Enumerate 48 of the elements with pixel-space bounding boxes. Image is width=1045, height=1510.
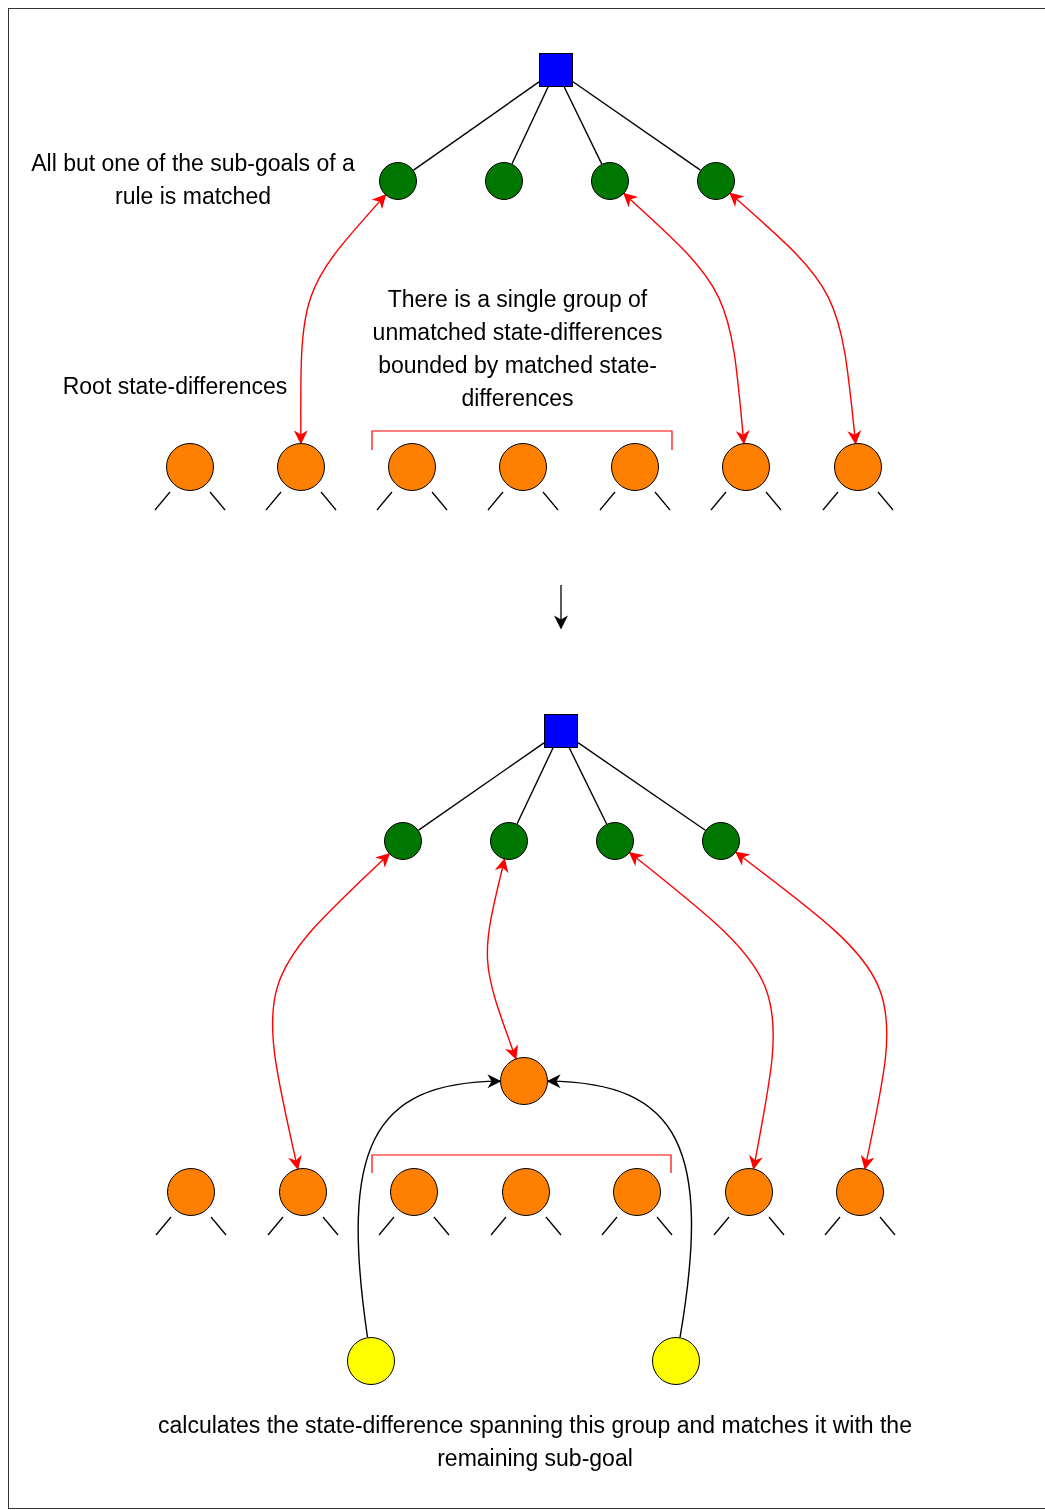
state-difference-circle [500,1057,548,1105]
label: All but one of the sub-goals of a rule is matched [30,149,356,211]
state-difference-circle [390,1168,438,1216]
connector-line [511,86,549,165]
connector-line [417,742,545,831]
sub-goal-circle [697,162,735,200]
sub-goal-circle [379,162,417,200]
connector-line [572,81,702,171]
arrow [735,851,888,1170]
connector-line [577,742,707,831]
state-difference-circle [725,1168,773,1216]
state-difference-circle [834,443,882,491]
connector-line [563,86,603,165]
sub-goal-circle [384,822,422,860]
arrow [546,1074,693,1339]
state-difference-circle [722,443,770,491]
arrow [293,194,387,445]
arrow [628,851,774,1170]
label: There is a single group of unmatched state-differences bounded by matched state-differences [371,285,664,413]
arrow [623,192,750,445]
connector-line [568,747,608,825]
state-difference-circle [611,443,659,491]
sub-goal-circle [591,162,629,200]
state-circle [347,1337,395,1385]
rule-square [544,714,578,748]
sub-goal-circle [702,822,740,860]
state-circle [652,1337,700,1385]
arrow [271,853,391,1170]
state-difference-circle [499,443,547,491]
sub-goal-circle [485,162,523,200]
state-difference-circle [388,443,436,491]
state-difference-circle [279,1168,327,1216]
caption-text: calculates the state-difference spanning this group and matches it with the remaining sub-goal [157,1411,913,1473]
connector-line [412,81,540,171]
sub-goal-circle [490,822,528,860]
state-difference-circle [166,443,214,491]
state-difference-circle [167,1168,215,1216]
rule-square [539,53,573,87]
arrow [486,858,519,1060]
connector-line [516,747,554,825]
sub-goal-circle [596,822,634,860]
state-difference-circle [502,1168,550,1216]
state-difference-circle [277,443,325,491]
arrow [729,192,862,445]
state-difference-circle [613,1168,661,1216]
state-difference-circle [836,1168,884,1216]
label: Root state-differences [61,372,289,401]
arrow [357,1074,502,1338]
